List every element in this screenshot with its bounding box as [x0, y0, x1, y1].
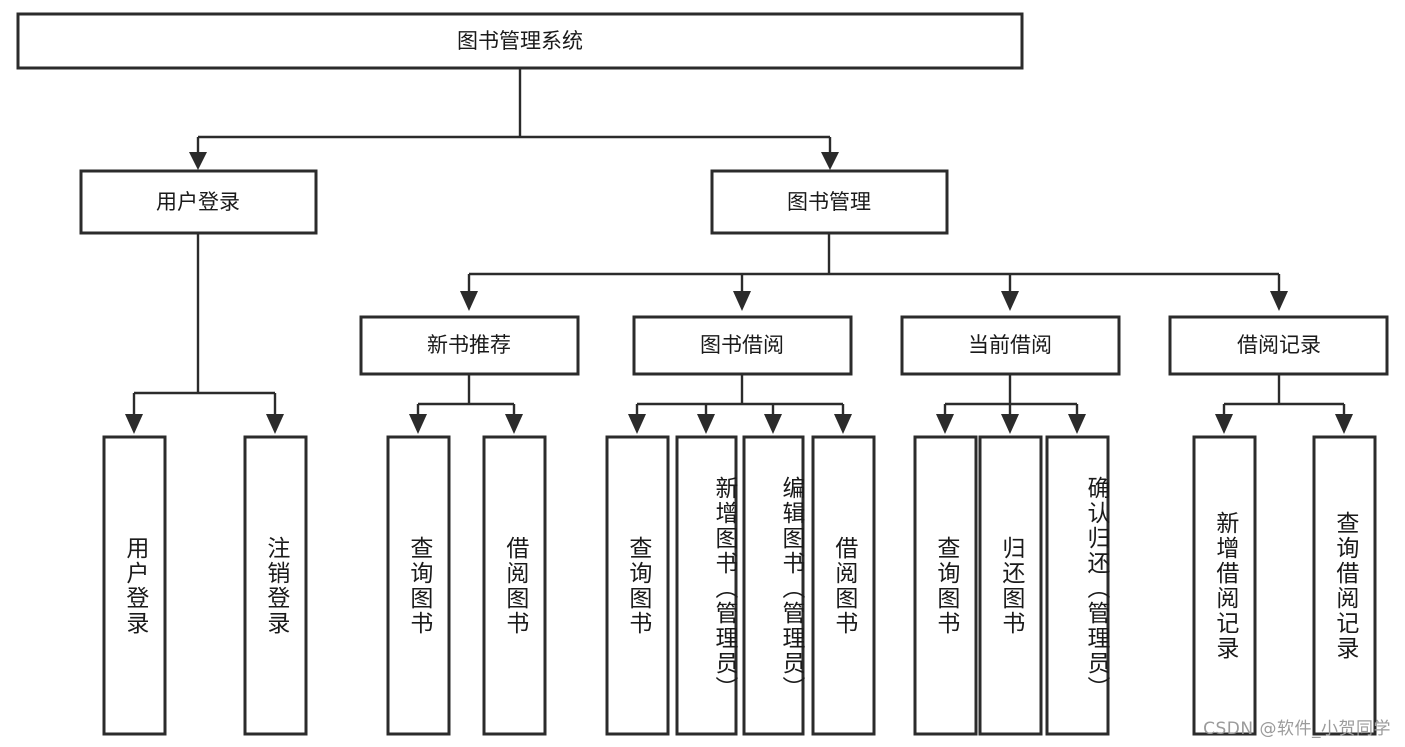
- node-root-box: [16, 12, 1024, 70]
- leaf-box-book-borrow-2[interactable]: [742, 435, 805, 736]
- node-user-login-box: [79, 169, 318, 235]
- connector-user-login-to-leaves: [125, 233, 284, 434]
- node-user-login[interactable]: 用户登录: [79, 169, 318, 235]
- node-borrow-record[interactable]: 借阅记录: [1168, 315, 1389, 376]
- node-user-login-label: 用户登录: [156, 190, 240, 214]
- leaf-box-borrow-record-0[interactable]: [1192, 435, 1257, 736]
- watermark-text: CSDN @软件_小贺同学: [1203, 719, 1391, 739]
- connector-root-to-level2: [189, 68, 839, 170]
- leaf-box-current-borrow-2[interactable]: [1045, 435, 1110, 736]
- node-book-management[interactable]: 图书管理: [710, 169, 949, 235]
- leaf-box-book-borrow-3[interactable]: [811, 435, 876, 736]
- node-new-book-recommend-label: 新书推荐: [427, 333, 511, 357]
- node-root-label: 图书管理系统: [457, 29, 583, 53]
- node-current-borrow-box: [900, 315, 1121, 376]
- leaf-box-current-borrow-1[interactable]: [978, 435, 1043, 736]
- leaf-box-book-borrow-1[interactable]: [675, 435, 738, 736]
- connector-current-borrow-to-leaves: [936, 374, 1086, 434]
- node-root[interactable]: 图书管理系统: [16, 12, 1024, 70]
- connector-borrow-record-to-leaves: [1215, 374, 1353, 434]
- leaf-box-new-book-1[interactable]: [482, 435, 547, 736]
- arrow-to-book-manage: [821, 152, 839, 170]
- node-book-borrow[interactable]: 图书借阅: [632, 315, 853, 376]
- leaf-box-borrow-record-1[interactable]: [1312, 435, 1377, 736]
- node-new-book-recommend[interactable]: 新书推荐: [359, 315, 580, 376]
- connector-book-borrow-to-leaves: [628, 374, 852, 434]
- node-current-borrow-label: 当前借阅: [968, 333, 1052, 357]
- leaf-box-new-book-0[interactable]: [386, 435, 451, 736]
- leaf-box-book-borrow-0[interactable]: [605, 435, 670, 736]
- node-book-management-label: 图书管理: [787, 190, 871, 214]
- node-current-borrow[interactable]: 当前借阅: [900, 315, 1121, 376]
- leaf-box-user-login-1[interactable]: [243, 435, 308, 736]
- connector-new-book-recommend-to-leaves: [409, 374, 523, 434]
- connector-book-management-to-level3: [460, 233, 1288, 311]
- arrow-to-user-login: [189, 152, 207, 170]
- leaf-box-current-borrow-0[interactable]: [913, 435, 978, 736]
- node-book-borrow-label: 图书借阅: [700, 333, 784, 357]
- node-borrow-record-label: 借阅记录: [1237, 333, 1321, 357]
- node-new-book-recommend-box: [359, 315, 580, 376]
- leaf-box-user-login-0[interactable]: [102, 435, 167, 736]
